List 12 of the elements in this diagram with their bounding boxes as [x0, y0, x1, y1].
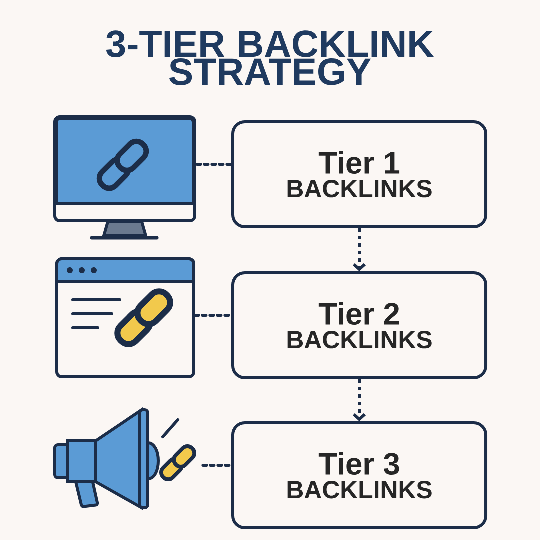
browser-window-drawing — [56, 258, 196, 378]
tier-box: Tier 3 BACKLINKS — [232, 422, 488, 530]
dotted-connector — [194, 314, 233, 317]
tier-box: Tier 2 BACKLINKS — [232, 272, 488, 380]
arrow — [353, 228, 366, 272]
dotted-connector — [202, 464, 233, 467]
title: 3-TIER BACKLINK STRATEGY — [106, 30, 434, 86]
megaphone-drawing — [54, 407, 196, 511]
arrow — [353, 380, 366, 422]
tier-box: Tier 1 BACKLINKS — [232, 120, 488, 228]
dotted-connector — [196, 163, 233, 166]
monitor-drawing — [54, 116, 196, 240]
